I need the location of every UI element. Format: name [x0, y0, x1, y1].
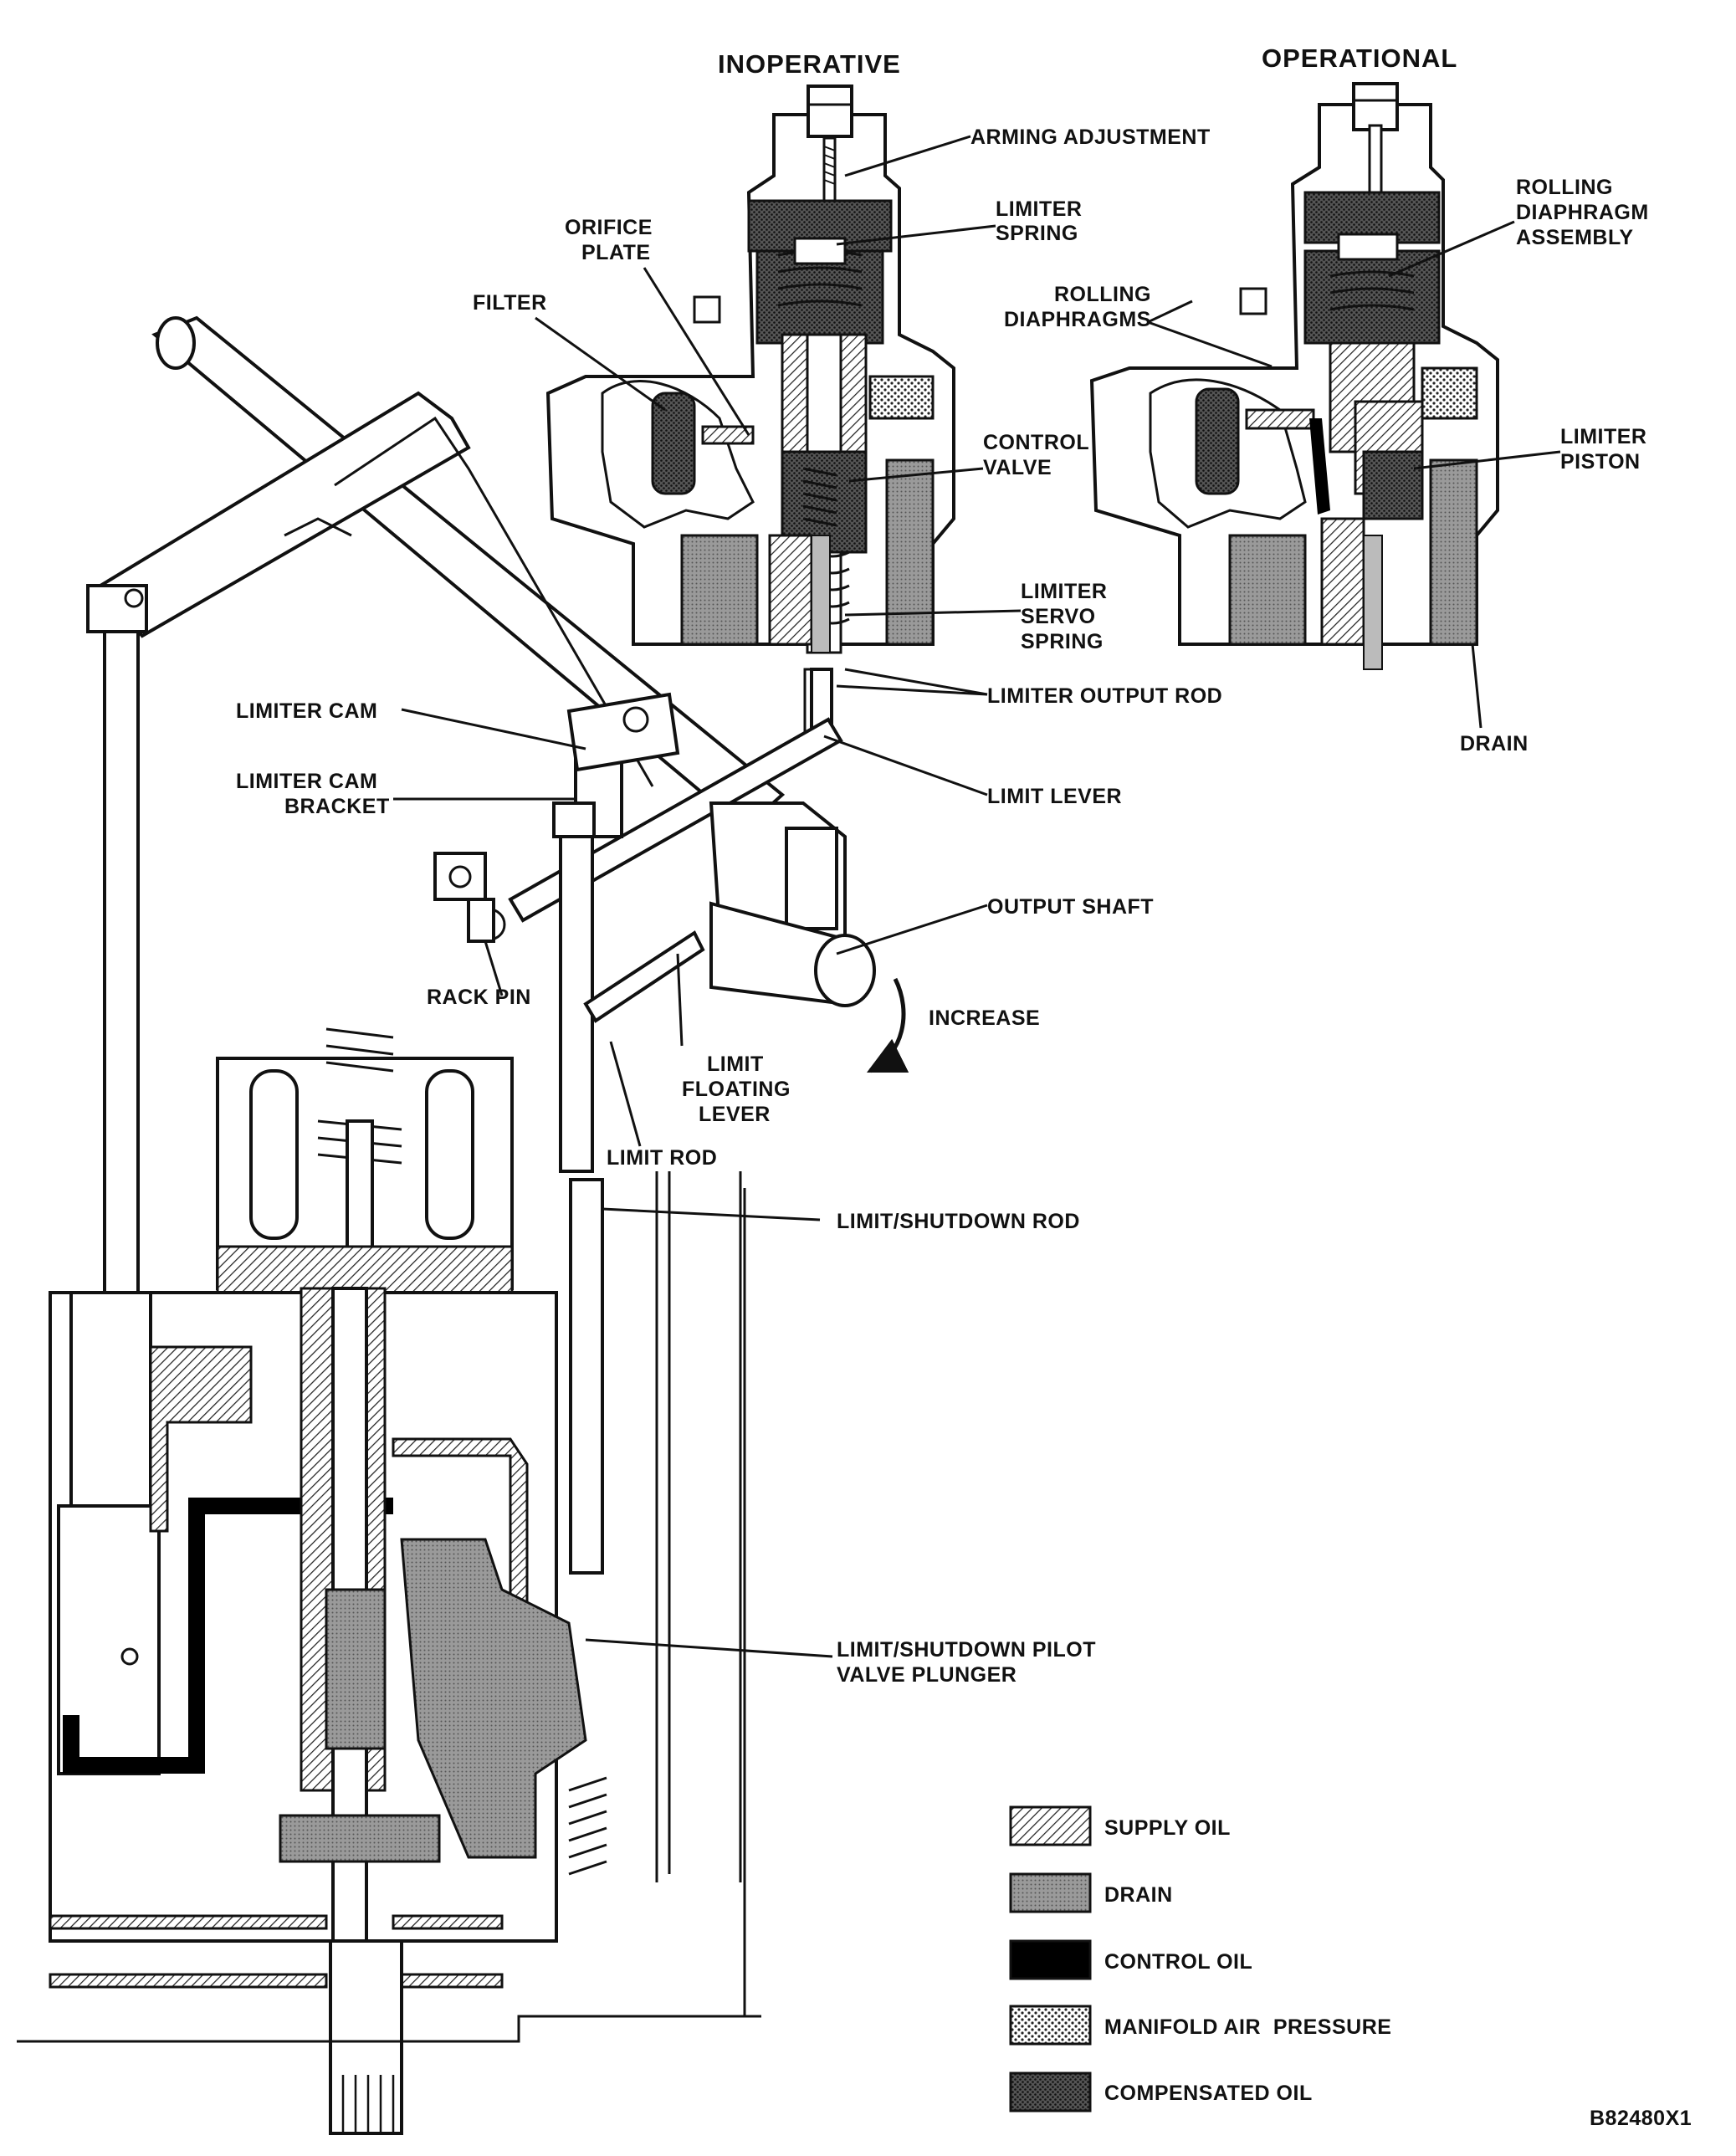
figure-number: B82480X1 — [1590, 2107, 1692, 2130]
label-limiter-cam: LIMITER CAM — [236, 699, 377, 723]
legend: SUPPLY OIL DRAIN CONTROL OIL MANIFOLD AI… — [1009, 1805, 1391, 2112]
label-limiter-piston-1: LIMITER — [1560, 425, 1647, 448]
label-limiter-piston-2: PISTON — [1560, 450, 1641, 474]
linkage-assembly — [86, 315, 909, 1882]
legend-item-compensated-oil: COMPENSATED OIL — [1009, 2072, 1313, 2112]
label-control-valve-2: VALVE — [983, 456, 1052, 479]
label-limit-floating-lever-1: LIMIT — [707, 1052, 764, 1076]
title-operational: OPERATIONAL — [1262, 44, 1457, 73]
legend-label-compensated-oil: COMPENSATED OIL — [1104, 2082, 1313, 2105]
label-drain: DRAIN — [1460, 732, 1529, 755]
legend-item-supply-oil: SUPPLY OIL — [1009, 1805, 1231, 1846]
legend-label-supply-oil: SUPPLY OIL — [1104, 1816, 1231, 1840]
operational-limiter-unit — [1089, 82, 1499, 670]
label-limiter-spring-1: LIMITER — [996, 197, 1083, 221]
label-rolling-diaphragm-assembly-3: ASSEMBLY — [1516, 226, 1634, 249]
label-arming-adjustment: ARMING ADJUSTMENT — [970, 125, 1211, 149]
legend-item-drain: DRAIN — [1009, 1872, 1173, 1913]
legend-label-drain: DRAIN — [1104, 1883, 1173, 1907]
label-increase: INCREASE — [929, 1006, 1040, 1030]
label-output-shaft: OUTPUT SHAFT — [987, 895, 1154, 919]
label-limit-lever: LIMIT LEVER — [987, 785, 1122, 808]
label-control-valve-1: CONTROL — [983, 431, 1089, 454]
legend-item-control-oil: CONTROL OIL — [1009, 1939, 1252, 1980]
inoperative-limiter-unit — [545, 84, 955, 738]
label-limiter-cam-bracket-1: LIMITER CAM — [236, 770, 377, 793]
label-limiter-servo-spring-3: SPRING — [1021, 630, 1104, 653]
label-orifice-plate-2: PLATE — [581, 241, 651, 264]
label-limit-shutdown-rod: LIMIT/SHUTDOWN ROD — [837, 1210, 1080, 1233]
label-limiter-output-rod: LIMITER OUTPUT ROD — [987, 684, 1222, 708]
label-limiter-servo-spring-2: SERVO — [1021, 605, 1096, 628]
label-filter: FILTER — [473, 291, 547, 315]
label-limit-floating-lever-2: FLOATING — [682, 1078, 791, 1101]
label-limiter-spring-2: SPRING — [996, 222, 1078, 245]
legend-label-manifold-air-pressure: MANIFOLD AIR PRESSURE — [1104, 2015, 1391, 2039]
label-rolling-diaphragm-assembly-2: DIAPHRAGM — [1516, 201, 1649, 224]
title-inoperative: INOPERATIVE — [718, 49, 901, 79]
label-limiter-servo-spring-1: LIMITER — [1021, 580, 1108, 603]
label-rolling-diaphragm-assembly-1: ROLLING — [1516, 176, 1613, 199]
callout-labels: ARMING ADJUSTMENT LIMITER SPRING ORIFICE… — [236, 125, 1649, 1687]
label-pilot-valve-plunger-1: LIMIT/SHUTDOWN PILOT — [837, 1638, 1096, 1662]
label-limit-floating-lever-3: LEVER — [699, 1103, 771, 1126]
leader-lines — [393, 135, 1561, 1658]
label-rolling-diaphragms-2: DIAPHRAGMS — [1004, 308, 1151, 331]
label-rolling-diaphragms-1: ROLLING — [1054, 283, 1151, 306]
label-rack-pin: RACK PIN — [427, 986, 531, 1009]
legend-item-manifold-air-pressure: MANIFOLD AIR PRESSURE — [1009, 2005, 1391, 2046]
label-limit-rod: LIMIT ROD — [607, 1146, 717, 1170]
label-limiter-cam-bracket-2: BRACKET — [284, 795, 390, 818]
label-pilot-valve-plunger-2: VALVE PLUNGER — [837, 1663, 1017, 1687]
governor-body — [17, 1027, 761, 2135]
label-orifice-plate-1: ORIFICE — [565, 216, 653, 239]
legend-label-control-oil: CONTROL OIL — [1104, 1950, 1252, 1974]
